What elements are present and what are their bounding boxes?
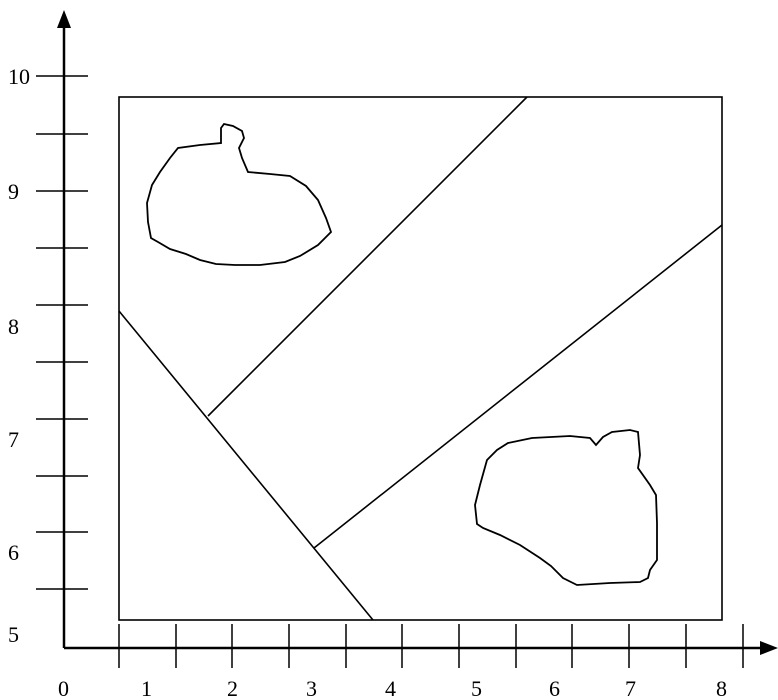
y-tick-label: 10	[8, 64, 30, 89]
x-tick-label: 2	[227, 676, 238, 700]
lower-right-blob	[474, 429, 658, 586]
y-axis-ticks	[36, 75, 88, 590]
x-tick-label: 0	[58, 676, 69, 700]
x-tick-label: 1	[141, 676, 152, 700]
upper-diagonal-line	[207, 96, 528, 417]
y-axis-arrow-icon	[57, 10, 71, 28]
x-tick-label: 7	[625, 676, 636, 700]
x-axis-arrow-icon	[760, 641, 778, 655]
upper-left-blob	[146, 122, 333, 266]
x-tick-label: 6	[549, 676, 560, 700]
y-tick-label: 9	[8, 179, 19, 204]
lower-diagonal-line	[313, 224, 723, 549]
x-tick-label: 3	[306, 676, 317, 700]
x-tick-label: 4	[385, 676, 396, 700]
x-tick-label: 5	[471, 676, 482, 700]
x-tick-label: 8	[716, 676, 727, 700]
y-tick-label: 8	[8, 314, 19, 339]
x-axis-labels: 0 1 2 3 4 5 6 7 8	[58, 676, 727, 700]
x-axis-ticks	[118, 624, 744, 668]
y-tick-label: 5	[8, 622, 19, 647]
y-tick-label: 6	[8, 540, 19, 565]
y-tick-label: 7	[8, 427, 19, 452]
descending-line	[118, 310, 374, 621]
bounding-rectangle	[118, 96, 723, 621]
y-axis-labels: 5 6 7 8 9 10	[8, 64, 30, 647]
